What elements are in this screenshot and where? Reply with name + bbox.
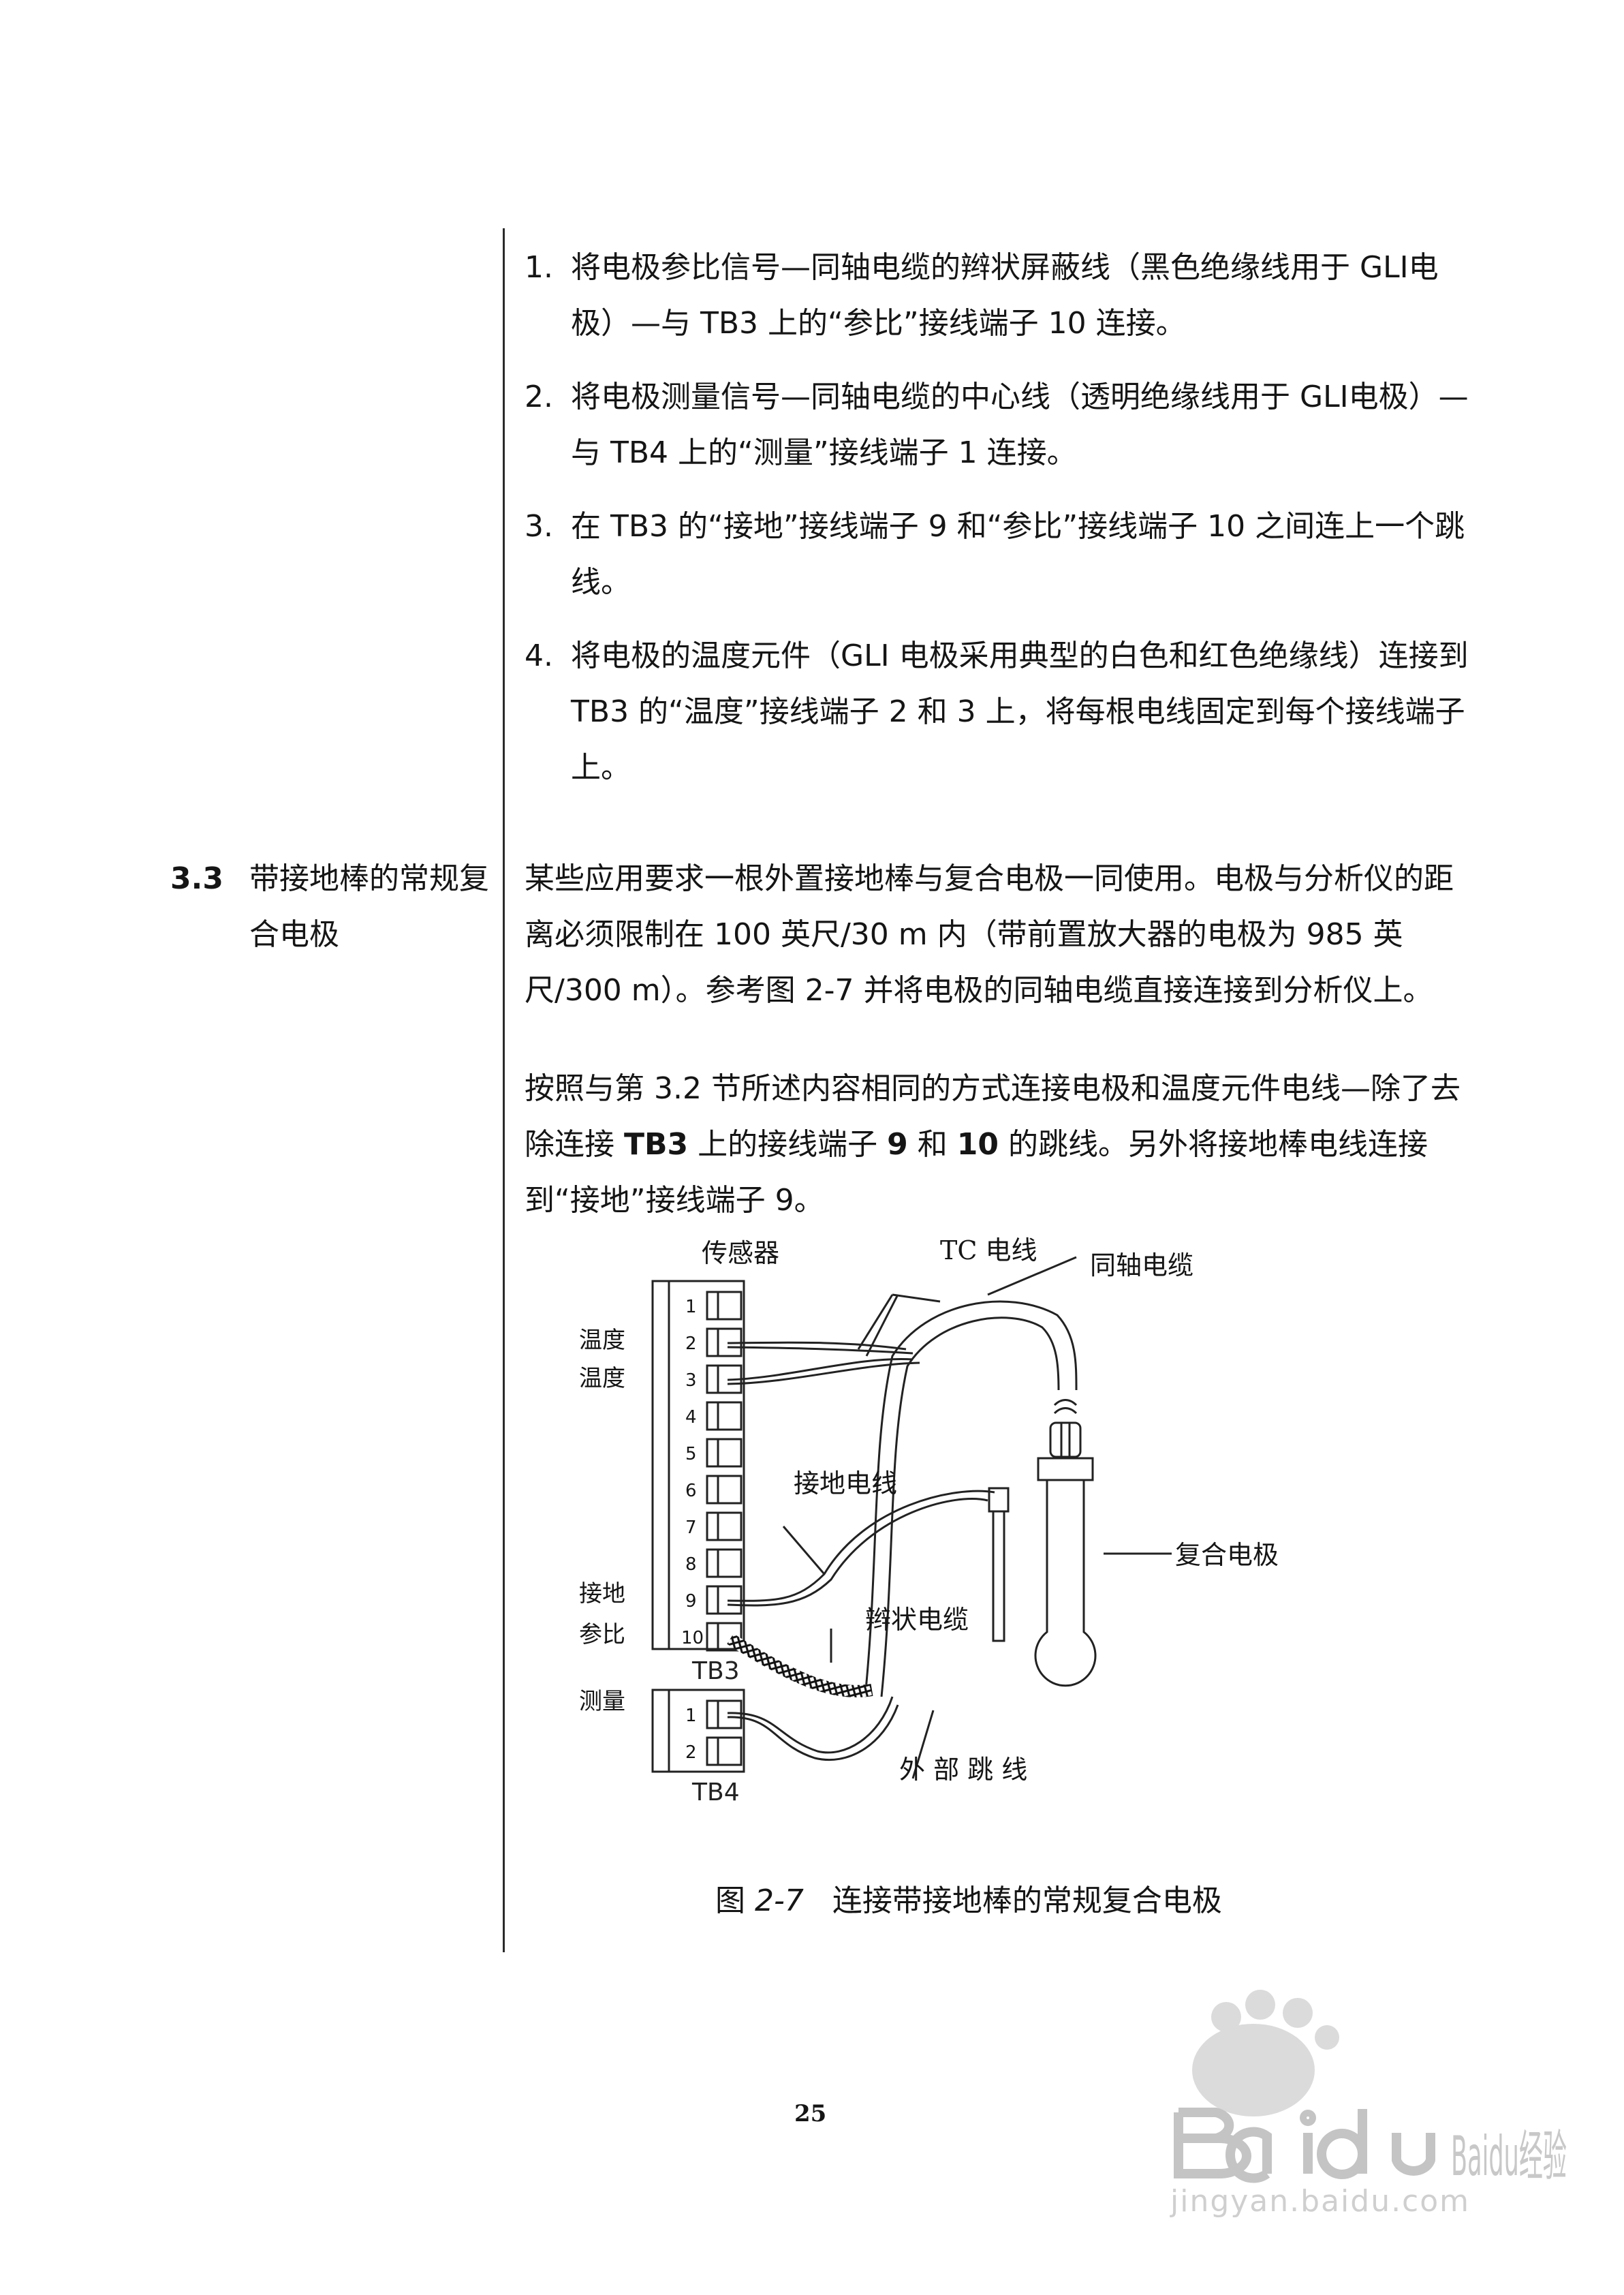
label-reference-10: 参比 [579, 1621, 625, 1648]
step-number: 3. [525, 509, 553, 544]
label-combination-electrode: 复合电极 [1175, 1540, 1279, 1570]
watermark-logo-text: Baidu经验 [1451, 2125, 1567, 2188]
tb3-terminal-4: 4 [685, 1407, 697, 1428]
terminal-block-tb3: 1 2 3 4 5 6 7 8 9 10 TB3 [651, 1280, 745, 1685]
measure-wire [727, 1696, 899, 1761]
step-number: 2. [525, 380, 553, 414]
label-ground-wire: 接地电线 [794, 1468, 897, 1498]
tb3-terminal-2: 2 [685, 1334, 697, 1354]
baidu-watermark-logo: Baidu经验 [1174, 1990, 1567, 2188]
label-braid: 辫状电缆 [865, 1605, 969, 1635]
tb3-terminal-8: 8 [685, 1554, 697, 1575]
tb3-terminal-10: 10 [681, 1628, 704, 1648]
step-text: 将电极参比信号—同轴电缆的辫状屏蔽线（黑色绝缘线用于 GLI电极）—与 TB3 … [571, 250, 1439, 341]
step-text: 在 TB3 的“接地”接线端子 9 和“参比”接线端子 10 之间连上一个跳线。 [571, 509, 1465, 600]
section-title: 带接地棒的常规复合电极 [249, 861, 489, 952]
braided-cable [727, 1633, 873, 1697]
label-measure: 测量 [579, 1688, 625, 1715]
section-paragraph-1: 某些应用要求一根外置接地棒与复合电极一同使用。电极与分析仪的距离必须限制在 10… [525, 861, 1454, 1008]
watermark-url: jingyan.baidu.com [1170, 2184, 1471, 2219]
step-number: 1. [525, 250, 553, 285]
tb4-terminal-1: 1 [685, 1706, 697, 1726]
figure-caption: 图 2-7 连接带接地棒的常规复合电极 [715, 1883, 1222, 1918]
label-external-jumper: 外 部 跳 线 [899, 1755, 1027, 1785]
tb3-label: TB3 [691, 1657, 740, 1685]
tb4-label: TB4 [691, 1778, 740, 1806]
step-1: 1. 将电极参比信号—同轴电缆的辫状屏蔽线（黑色绝缘线用于 GLI电极）—与 TB… [525, 240, 1478, 352]
leader-lines [782, 1256, 1172, 1779]
step-4: 4. 将电极的温度元件（GLI 电极采用典型的白色和红色绝缘线）连接到 TB3 的… [525, 628, 1478, 796]
tb4-terminal-2: 2 [685, 1742, 697, 1763]
step-text: 将电极的温度元件（GLI 电极采用典型的白色和红色绝缘线）连接到 TB3 的“温… [571, 638, 1469, 785]
label-ground-9: 接地 [579, 1580, 625, 1607]
step-number: 4. [525, 638, 553, 673]
step-2: 2. 将电极测量信号—同轴电缆的中心线（透明绝缘线用于 GLI电极）—与 TB4 … [525, 369, 1478, 481]
label-tc-wire: TC 电线 [940, 1235, 1037, 1265]
tb3-terminal-6: 6 [685, 1481, 697, 1501]
column-divider [503, 228, 505, 1952]
coax-cable [864, 1300, 1097, 1697]
label-sensor: 传感器 [702, 1238, 779, 1268]
section-number: 3.3 [170, 861, 223, 896]
tb3-terminal-5: 5 [685, 1444, 697, 1464]
tb3-slots [706, 1291, 743, 1652]
section-paragraph-2: 按照与第 3.2 节所述内容相同的方式连接电极和温度元件电线—除了去除连接 TB… [525, 1071, 1461, 1218]
wiring-steps: 1. 将电极参比信号—同轴电缆的辫状屏蔽线（黑色绝缘线用于 GLI电极）—与 TB… [525, 240, 1478, 814]
step-text: 将电极测量信号—同轴电缆的中心线（透明绝缘线用于 GLI电极）—与 TB4 上的… [571, 380, 1469, 470]
tb3-terminal-1: 1 [685, 1297, 697, 1317]
wiring-diagram: 1 2 3 4 5 6 7 8 9 10 TB3 1 2 TB4 [579, 1235, 1279, 1806]
tc-wires [727, 1294, 920, 1385]
tb3-terminal-9: 9 [685, 1591, 697, 1612]
ground-wire [727, 1487, 1010, 1642]
label-temp-2: 温度 [579, 1327, 625, 1354]
tb3-terminal-3: 3 [685, 1370, 697, 1391]
tb3-terminal-7: 7 [685, 1518, 697, 1538]
label-temp-3: 温度 [579, 1365, 625, 1392]
step-3: 3. 在 TB3 的“接地”接线端子 9 和“参比”接线端子 10 之间连上一个跳… [525, 499, 1478, 611]
page-number: 25 [794, 2100, 827, 2127]
label-coax: 同轴电缆 [1090, 1250, 1193, 1280]
terminal-block-tb4: 1 2 TB4 [651, 1689, 745, 1806]
